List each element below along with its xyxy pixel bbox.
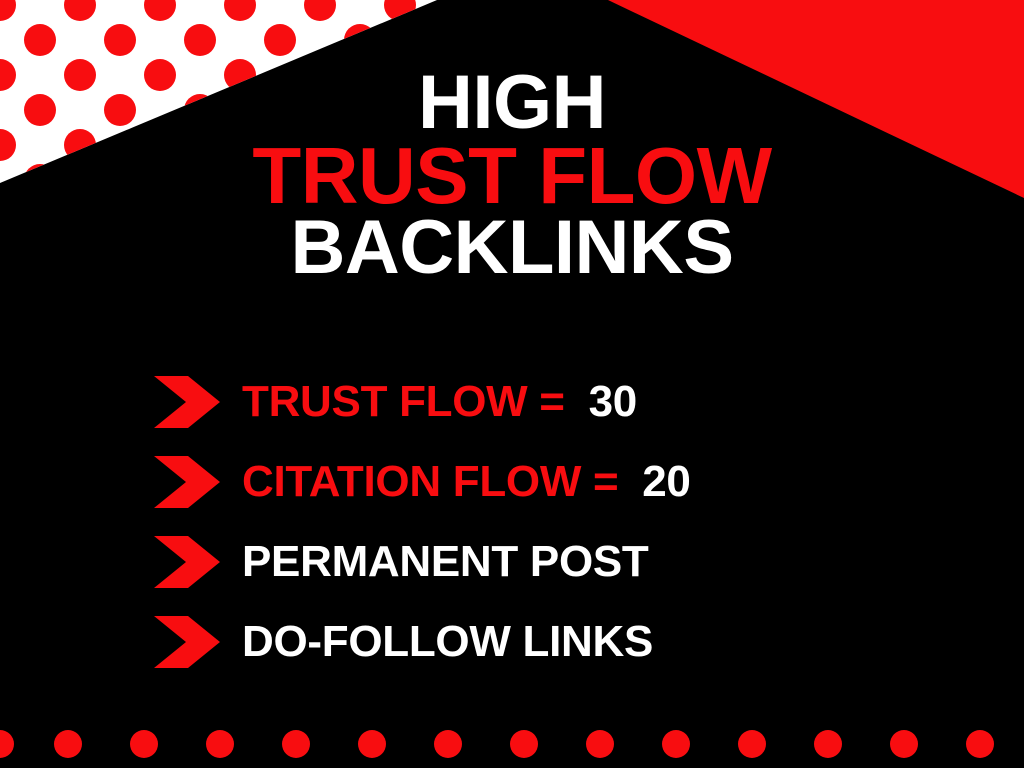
red-dot-row-decoration — [0, 730, 994, 758]
list-item-label-white: 30 — [588, 377, 638, 426]
headline-line-2: TRUST FLOW — [252, 130, 772, 220]
list-item-label: PERMANENT POST — [242, 537, 649, 587]
arrow-chevron-right-icon — [154, 616, 220, 668]
arrow-chevron-right-icon — [154, 376, 220, 428]
list-item-label-white: 20 — [642, 457, 691, 506]
list-item-label-white: PERMANENT POST — [242, 537, 649, 586]
list-item: CITATION FLOW = 20 — [150, 442, 910, 522]
list-item-label-red: CITATION FLOW = — [242, 457, 631, 506]
headline-line-1: HIGH — [418, 60, 607, 145]
list-item: DO-FOLLOW LINKS — [150, 602, 910, 682]
arrow-chevron-right-icon — [154, 456, 220, 508]
list-item: PERMANENT POST — [150, 522, 910, 602]
feature-list: TRUST FLOW = 30 CITATION FLOW = 20 PERMA… — [150, 362, 910, 682]
page-title: HIGH TRUST FLOW BACKLINKS — [0, 60, 1024, 291]
list-item-label-red: TRUST FLOW = — [242, 377, 577, 426]
list-item-label: DO-FOLLOW LINKS — [242, 617, 653, 667]
list-item-label-white: DO-FOLLOW LINKS — [242, 617, 653, 666]
list-item-label: TRUST FLOW = 30 — [242, 377, 637, 427]
list-item: TRUST FLOW = 30 — [150, 362, 910, 442]
list-item-label: CITATION FLOW = 20 — [242, 457, 691, 507]
headline-line-3: BACKLINKS — [290, 205, 734, 291]
arrow-chevron-right-icon — [154, 536, 220, 588]
